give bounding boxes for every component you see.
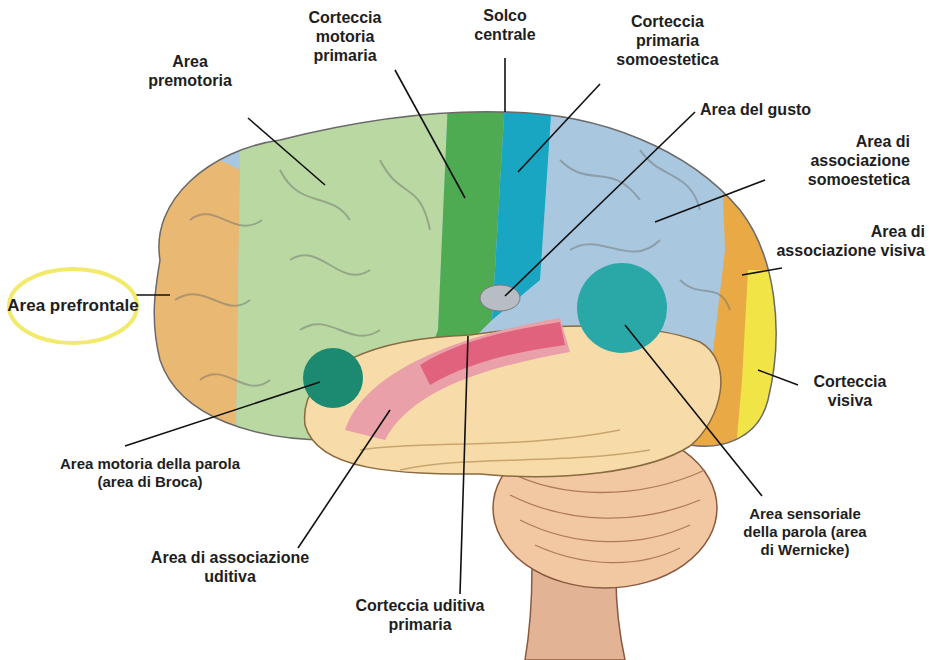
region-label: Corteccia motoria primaria [295, 8, 395, 66]
auditory-association-region [345, 318, 570, 440]
leader-line [505, 112, 695, 296]
region-label: Area del gusto [700, 100, 870, 119]
leader-line [504, 58, 506, 112]
leader-line [125, 382, 320, 446]
primary-auditory-region [420, 322, 565, 385]
leader-line [742, 268, 782, 275]
wernicke-area [577, 263, 667, 353]
highlight-ellipse: Area prefrontale [6, 266, 140, 346]
region-label: Area di associazione somoestetica [765, 132, 910, 190]
taste-area [480, 285, 520, 311]
leader-line [655, 180, 765, 222]
broca-area [303, 348, 363, 408]
region-label: Area sensoriale della parola (area di We… [735, 505, 875, 559]
cerebellum-folia [505, 470, 705, 563]
region-label: Corteccia primaria somoestetica [605, 12, 730, 70]
leader-line [758, 370, 798, 385]
leader-line [298, 410, 390, 548]
region-label: Area premotoria [140, 52, 240, 90]
leader-line [248, 118, 325, 185]
visual-cortex-region [735, 270, 800, 460]
leader-line [518, 84, 600, 172]
region-label: Area di associazione visiva [770, 222, 925, 260]
region-label: Corteccia visiva [795, 372, 905, 410]
node-label: Area prefrontale [6, 266, 140, 346]
temporal-gyri [360, 430, 650, 470]
leader-line [460, 336, 468, 594]
leader-line [395, 70, 465, 198]
leader-lines [110, 58, 798, 594]
leader-line [625, 325, 762, 496]
region-label: Solco centrale [465, 6, 545, 44]
region-label: Area di associazione uditiva [145, 548, 315, 586]
region-label: Corteccia uditiva primaria [350, 596, 490, 634]
region-label: Area motoria della parola (area di Broca… [50, 455, 250, 491]
